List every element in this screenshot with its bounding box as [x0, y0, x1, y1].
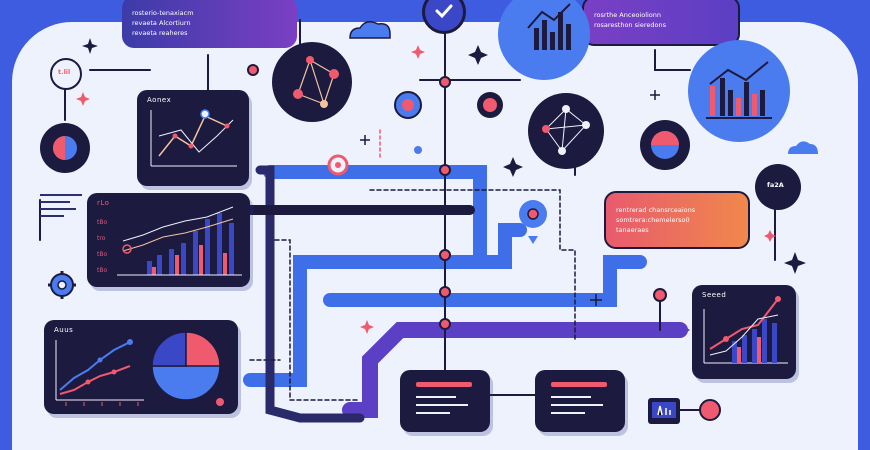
pie-chart-icon [640, 120, 690, 170]
chart-panel-right: Seeed [692, 285, 796, 379]
tick-label: tro [97, 235, 106, 242]
badge-label: t.lil [58, 68, 71, 76]
bar-chart-circle [498, 0, 590, 80]
gear-icon [48, 271, 76, 299]
shield-check-icon [422, 0, 466, 34]
callout-top-right: rosrthe Anceoiolionn rosaresthon sieredo… [582, 0, 740, 46]
monitor-icon [648, 398, 680, 424]
callout-line: rosaresthon sieredons [594, 21, 666, 29]
card-bottom-left [400, 370, 490, 432]
network-graph-icon [528, 93, 604, 169]
callout-top-left: rosterio-tenaxiacm revaeta Alcortiurn re… [122, 0, 297, 48]
bar-chart-circle [688, 40, 790, 142]
chart-panel-lines: Auus [44, 320, 238, 414]
badge-circle-right: fa2A [755, 164, 801, 210]
pie-chart-icon [40, 123, 90, 173]
chart-panel-bars: rLo tBo tro tBo tBo [87, 193, 250, 287]
cloud-icon [788, 141, 818, 154]
callout-mid-right: rentrerad chansrceaions somtrera:chemele… [604, 191, 750, 249]
tick-label: tBo [97, 267, 108, 274]
tick-label: tBo [97, 251, 108, 258]
badge-circle-left: t.lil [50, 58, 82, 90]
cloud-icon [349, 21, 391, 39]
badge-label: fa2A [767, 181, 784, 189]
callout-line: somtrera:chemelerso0 [616, 216, 690, 224]
panel-title: Auus [54, 326, 74, 334]
callout-line: rosterio-tenaxiacm [132, 9, 194, 17]
panel-title: Aonex [147, 96, 172, 104]
callout-line: tanaeraes [616, 226, 649, 234]
callout-line: revaeta Alcortiurn [132, 19, 191, 27]
network-graph-icon [272, 42, 352, 122]
chart-panel-network: Aonex [137, 90, 249, 186]
tick-label: tBo [97, 219, 108, 226]
panel-title: Seeed [702, 291, 727, 299]
callout-line: rosrthe Anceoiolionn [594, 11, 662, 19]
text-lines [40, 194, 82, 222]
callout-line: revaeta reaheres [132, 29, 188, 37]
panel-title: rLo [97, 199, 110, 207]
card-bottom-right [535, 370, 625, 432]
callout-line: rentrerad chansrceaions [616, 206, 696, 214]
